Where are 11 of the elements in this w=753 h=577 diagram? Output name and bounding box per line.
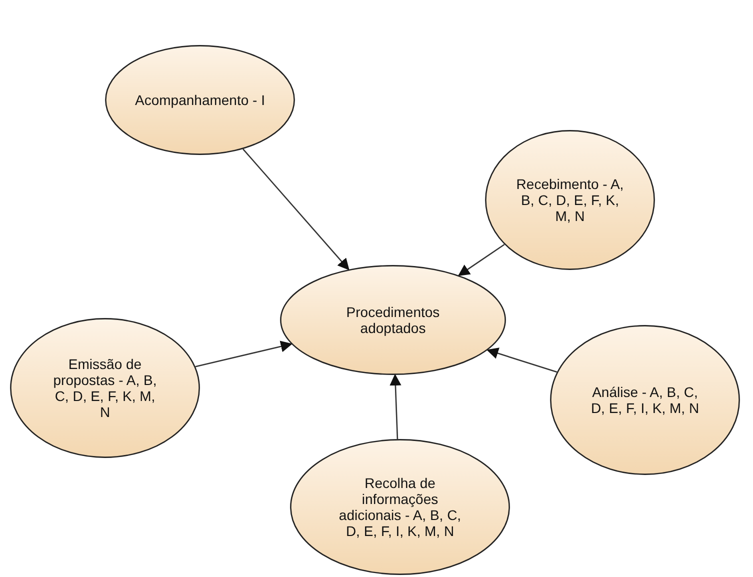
node-label: Análise - A, B, C, D, E, F, I, K, M, N bbox=[590, 384, 700, 416]
arrow bbox=[458, 244, 505, 276]
node-label: Procedimentos adoptados bbox=[345, 304, 441, 336]
arrow bbox=[390, 374, 402, 440]
node-label: Emissão de propostas - A, B, C, D, E, F, K, M, N bbox=[52, 356, 158, 420]
arrow bbox=[486, 348, 558, 373]
arrow bbox=[242, 148, 350, 270]
node-label: Recolha de informações adicionais - A, B, C, D, E, F, I, K, M, N bbox=[338, 474, 462, 540]
node-label: Acompanhamento - I bbox=[134, 92, 266, 108]
node-label: Recebimento - A, B, C, D, E, F, K, M, N bbox=[515, 176, 625, 224]
arrow bbox=[195, 340, 292, 368]
